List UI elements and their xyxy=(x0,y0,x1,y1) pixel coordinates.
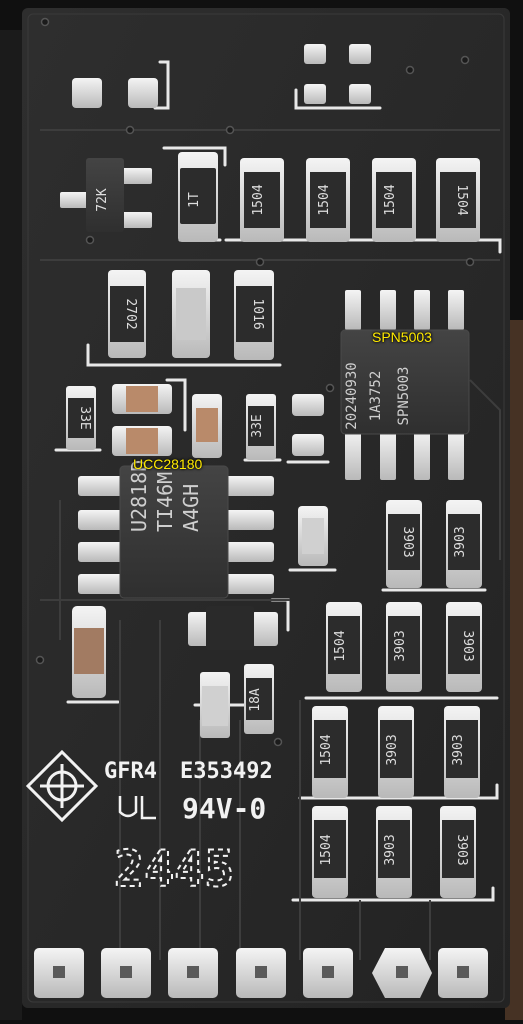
code-1504-a: 1504 xyxy=(251,184,266,215)
code-2702: 2702 xyxy=(123,298,138,329)
code-18a: 18A xyxy=(248,688,263,712)
resistor-pair-3903 xyxy=(386,500,482,588)
silk-94v0: 94V-0 xyxy=(182,792,266,825)
resistor-grid-lower xyxy=(312,602,482,898)
code-3903-g: 3903 xyxy=(383,834,398,865)
capacitor-small xyxy=(298,506,328,566)
code-3903-h: 3903 xyxy=(454,834,469,865)
code-3903-b: 3903 xyxy=(453,526,468,557)
code-33e-a: 33E xyxy=(77,406,92,429)
code-1016: 1016 xyxy=(250,298,265,329)
label-ucc28180: UCC28180 xyxy=(133,456,203,472)
silk-date-code: 2445 xyxy=(114,840,234,898)
code-1504-b: 1504 xyxy=(317,184,332,215)
silk-fr4: GFR4 xyxy=(104,759,157,784)
capacitor-brown xyxy=(72,606,106,698)
code-3903-f: 3903 xyxy=(451,734,466,765)
code-1504-d: 1504 xyxy=(454,184,469,215)
code-1504-e: 1504 xyxy=(333,630,348,661)
silk-ul-file: E353492 xyxy=(180,759,273,784)
copper-traces xyxy=(40,129,501,960)
transistor-72k xyxy=(60,158,152,232)
ic-ucc28180 xyxy=(78,465,274,599)
code-33e-b: 33E xyxy=(250,414,265,437)
ucc-marking-line1: U2818D xyxy=(127,460,151,532)
ul-mark xyxy=(118,796,156,820)
resistor-row-1 xyxy=(240,158,480,242)
ucc-marking-line2: TI46M xyxy=(153,472,177,532)
edge-pad-holes xyxy=(53,966,469,978)
resistor-row-2 xyxy=(108,270,274,360)
diode-mid xyxy=(188,606,278,650)
ic-spn5003 xyxy=(340,290,470,480)
spn-marking-line3: SPN5003 xyxy=(396,366,412,425)
code-3903-a: 3903 xyxy=(400,526,415,557)
diode-1t xyxy=(178,152,218,242)
code-1t: 1T xyxy=(187,192,202,208)
code-3903-d: 3903 xyxy=(460,630,475,661)
code-1504-f: 1504 xyxy=(319,734,334,765)
manufacturer-logo xyxy=(25,749,99,823)
spn-marking-line2: 1A3752 xyxy=(368,371,384,422)
code-3903-e: 3903 xyxy=(385,734,400,765)
smd-pads-top xyxy=(72,44,371,108)
label-spn5003: SPN5003 xyxy=(372,329,432,345)
code-3903-c: 3903 xyxy=(393,630,408,661)
code-72k: 72K xyxy=(95,188,110,212)
spn-marking-line1: 20240930 xyxy=(344,362,360,429)
ucc-marking-line3: A4GH xyxy=(179,484,203,532)
code-1504-g: 1504 xyxy=(319,834,334,865)
parts-18a xyxy=(200,664,274,738)
code-1504-c: 1504 xyxy=(383,184,398,215)
capacitors-mid xyxy=(66,384,324,460)
